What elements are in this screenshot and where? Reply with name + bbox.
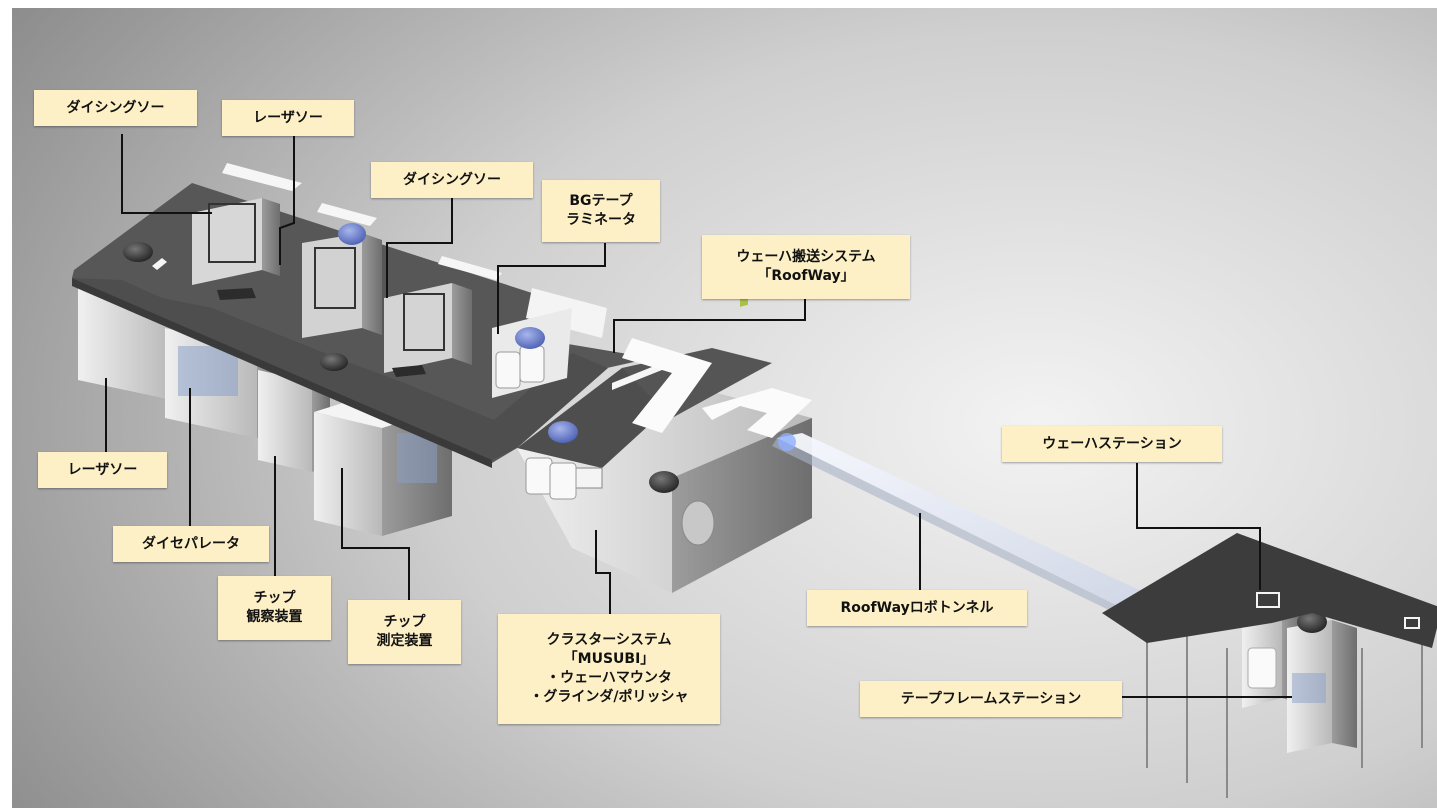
label-laser-saw-top: レーザソー	[222, 100, 354, 136]
leader-dicing-saw-1	[121, 134, 212, 214]
dicing-saw-unit-1	[192, 198, 280, 285]
cluster-system-building	[517, 265, 812, 593]
label-wafer-transport-line-1: ウェーハ搬送システム	[736, 249, 876, 265]
wafer-station-structure	[1102, 533, 1437, 798]
label-bg-tape-laminator: BGテープラミネータ	[542, 180, 660, 242]
leader-laser-saw-top	[279, 136, 295, 265]
white-roof-l-shape	[622, 338, 712, 433]
tape-frame-station-unit	[1287, 611, 1357, 753]
leader-wafer-station	[1136, 463, 1261, 590]
label-chip-measurement-line-1: チップ	[383, 614, 426, 630]
label-bg-tape-laminator-line-1: BGテープ	[569, 193, 633, 209]
leader-chip-measurement	[341, 468, 410, 600]
label-wafer-transport-line-2: 「RoofWay」	[757, 268, 855, 284]
label-laser-saw-bottom: レーザソー	[38, 452, 167, 488]
label-chip-observation-line-2: 観察装置	[246, 609, 303, 625]
label-chip-measurement: チップ測定装置	[348, 600, 461, 664]
bg-tape-laminator-unit	[492, 308, 572, 398]
label-chip-measurement-line-2: 測定装置	[376, 633, 433, 649]
label-tape-frame-station: テープフレームステーション	[860, 681, 1122, 717]
label-cluster-system-line-4: ・グラインダ/ポリッシャ	[529, 689, 689, 705]
label-dicing-saw-1: ダイシングソー	[34, 90, 197, 126]
station-roof-plate	[1102, 533, 1437, 648]
laser-saw-unit-top	[302, 223, 382, 338]
leader-cluster-system	[595, 530, 611, 616]
label-chip-observation-line-1: チップ	[253, 590, 296, 606]
label-dicing-saw-2-line-1: ダイシングソー	[403, 171, 501, 188]
roofway-tunnel-tube	[772, 433, 1152, 614]
factory-illustration	[72, 134, 1437, 798]
leader-dicing-saw-2	[386, 198, 453, 298]
left-machine-cluster	[72, 163, 652, 536]
label-roofway-tunnel-line-1: RoofWayロボトンネル	[840, 599, 994, 616]
label-laser-saw-top-line-1: レーザソー	[253, 109, 323, 126]
label-tape-frame-station-line-1: テープフレームステーション	[900, 690, 1082, 707]
dark-cap	[123, 242, 153, 262]
label-wafer-transport: ウェーハ搬送システム「RoofWay」	[702, 235, 910, 299]
label-cluster-system-line-3: ・ウェーハマウンタ	[546, 670, 672, 686]
label-roofway-tunnel: RoofWayロボトンネル	[807, 590, 1027, 626]
leader-bg-tape	[497, 243, 606, 334]
label-die-separator-line-1: ダイセパレータ	[142, 535, 240, 552]
label-dicing-saw-2: ダイシングソー	[371, 162, 533, 198]
leader-wafer-transport	[613, 298, 806, 353]
label-laser-saw-bottom-line-1: レーザソー	[67, 461, 138, 478]
leader-lines	[105, 134, 1292, 698]
label-cluster-system-line-2: 「MUSUBI」	[563, 651, 655, 667]
label-cluster-system-line-1: クラスターシステム	[546, 632, 672, 648]
label-bg-tape-laminator-line-2: ラミネータ	[566, 212, 636, 228]
label-dicing-saw-1-line-1: ダイシングソー	[66, 99, 165, 116]
label-wafer-station-line-1: ウェーハステーション	[1042, 435, 1182, 452]
diagram-canvas: ダイシングソー レーザソー ダイシングソー BGテープラミネータ ウェーハ搬送シ…	[12, 8, 1437, 808]
dicing-saw-unit-2	[384, 283, 472, 373]
label-cluster-system: クラスターシステム「MUSUBI」・ウェーハマウンタ・グラインダ/ポリッシャ	[498, 614, 720, 724]
label-wafer-station: ウェーハステーション	[1002, 426, 1222, 462]
label-chip-observation: チップ観察装置	[218, 576, 331, 640]
label-die-separator: ダイセパレータ	[113, 526, 269, 562]
